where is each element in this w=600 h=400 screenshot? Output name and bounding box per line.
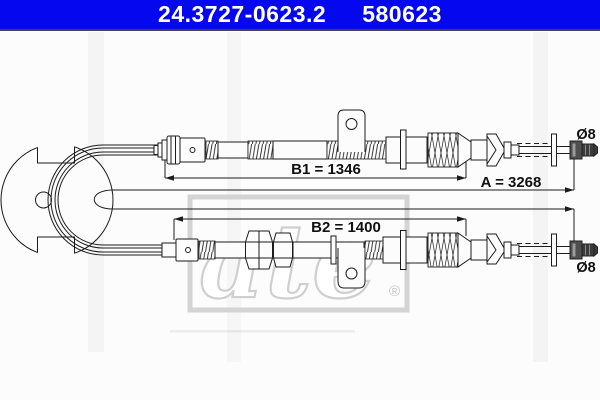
dimension-b2-label: B2 = 1400 bbox=[311, 219, 381, 236]
dimension-b1 bbox=[164, 160, 467, 181]
top-bracket-hole bbox=[345, 118, 358, 130]
diameter-label-top: Ø8 bbox=[576, 127, 595, 143]
top-step-down-2 bbox=[510, 144, 520, 156]
part-number-header: 24.3727-0623.2 580623 bbox=[0, 0, 600, 31]
bottom-sleeve-1 bbox=[214, 241, 247, 259]
bottom-flange-disc-0 bbox=[330, 235, 337, 265]
bottom-sleeve-2 bbox=[292, 241, 332, 259]
top-end-block bbox=[569, 140, 583, 160]
bottom-sleeve-5 bbox=[470, 239, 488, 261]
top-thread-tip bbox=[593, 142, 598, 158]
scan-artifact-bands bbox=[170, 330, 355, 333]
bottom-threaded-end bbox=[581, 243, 595, 257]
cable-u-loop bbox=[47, 144, 163, 256]
top-step-ring-2 bbox=[157, 142, 163, 158]
top-mounting-bracket bbox=[337, 109, 366, 152]
top-step-down-1 bbox=[503, 141, 512, 159]
top-step-ring-1 bbox=[153, 145, 159, 155]
catalog-number: 580623 bbox=[362, 1, 442, 27]
top-flange-disc-1 bbox=[400, 129, 407, 170]
dimension-a-arrow-top bbox=[565, 187, 574, 193]
registered-trademark-icon: ® bbox=[389, 283, 400, 300]
bottom-cylinder-hole bbox=[185, 247, 191, 253]
bottom-spring-2 bbox=[364, 240, 384, 260]
disc-mounting-hole bbox=[35, 191, 52, 209]
bottom-cable-assembly bbox=[161, 230, 598, 289]
top-cylinder-hole bbox=[189, 147, 196, 153]
bottom-step-down-1 bbox=[503, 241, 512, 259]
top-barrel-fitting bbox=[166, 135, 181, 165]
disc-top-notch bbox=[37, 146, 75, 164]
dimension-a-label: A = 3268 bbox=[481, 174, 542, 191]
adjuster-hex-nut-2 bbox=[273, 232, 293, 268]
dimension-b1-arrow-right bbox=[457, 175, 466, 181]
bottom-thread-tip bbox=[593, 242, 598, 258]
top-spring-1 bbox=[205, 140, 219, 160]
bottom-braided-section bbox=[427, 232, 459, 268]
dimension-b2-extension-lines bbox=[173, 219, 467, 240]
top-cable-assembly bbox=[153, 109, 598, 170]
ate-watermark: ate ® bbox=[187, 194, 410, 323]
top-rod-hidden-lines bbox=[517, 143, 552, 157]
top-step-ring-3 bbox=[161, 139, 168, 161]
top-threaded-end bbox=[581, 143, 595, 157]
equalizer-disc bbox=[0, 139, 114, 261]
top-flange-disc-2 bbox=[551, 133, 557, 167]
dimension-a-line bbox=[93, 189, 574, 210]
top-spring-2 bbox=[247, 140, 274, 160]
bottom-cone-fitting bbox=[457, 232, 472, 268]
bottom-step-ring bbox=[161, 242, 177, 258]
top-sleeve-4 bbox=[470, 139, 488, 161]
bottom-rod-hidden-lines bbox=[517, 243, 552, 257]
top-cone-fitting bbox=[457, 132, 472, 168]
dimension-b2 bbox=[173, 216, 467, 240]
bottom-step-down-2 bbox=[510, 244, 520, 256]
bottom-bracket-hole bbox=[345, 267, 358, 280]
top-sleeve-1 bbox=[217, 141, 249, 159]
diameter-label-bottom: Ø8 bbox=[576, 260, 595, 276]
bottom-end-block bbox=[569, 240, 583, 260]
top-braided-section bbox=[427, 132, 459, 168]
dimension-b2-arrow-left bbox=[174, 216, 183, 222]
top-sleeve-2 bbox=[272, 140, 328, 160]
bottom-flange-disc-1 bbox=[400, 230, 407, 270]
dimension-b1-extension-lines bbox=[164, 160, 467, 178]
top-cable-strands bbox=[103, 144, 158, 156]
dimension-b1-arrow-left bbox=[165, 175, 174, 181]
dimension-a-arrow-bottom bbox=[565, 206, 574, 212]
disc-bottom-notch bbox=[37, 236, 75, 254]
bottom-flange-disc-2 bbox=[551, 233, 557, 267]
part-number: 24.3727-0623.2 bbox=[158, 1, 327, 27]
dimension-a bbox=[93, 158, 575, 242]
top-end-rod bbox=[519, 146, 570, 154]
dimension-b2-arrow-right bbox=[457, 216, 466, 222]
bottom-spring-1 bbox=[198, 240, 216, 260]
bottom-end-rod bbox=[519, 246, 570, 254]
dimension-b1-label: B1 = 1346 bbox=[291, 161, 361, 178]
bottom-cable-strands bbox=[103, 244, 163, 256]
